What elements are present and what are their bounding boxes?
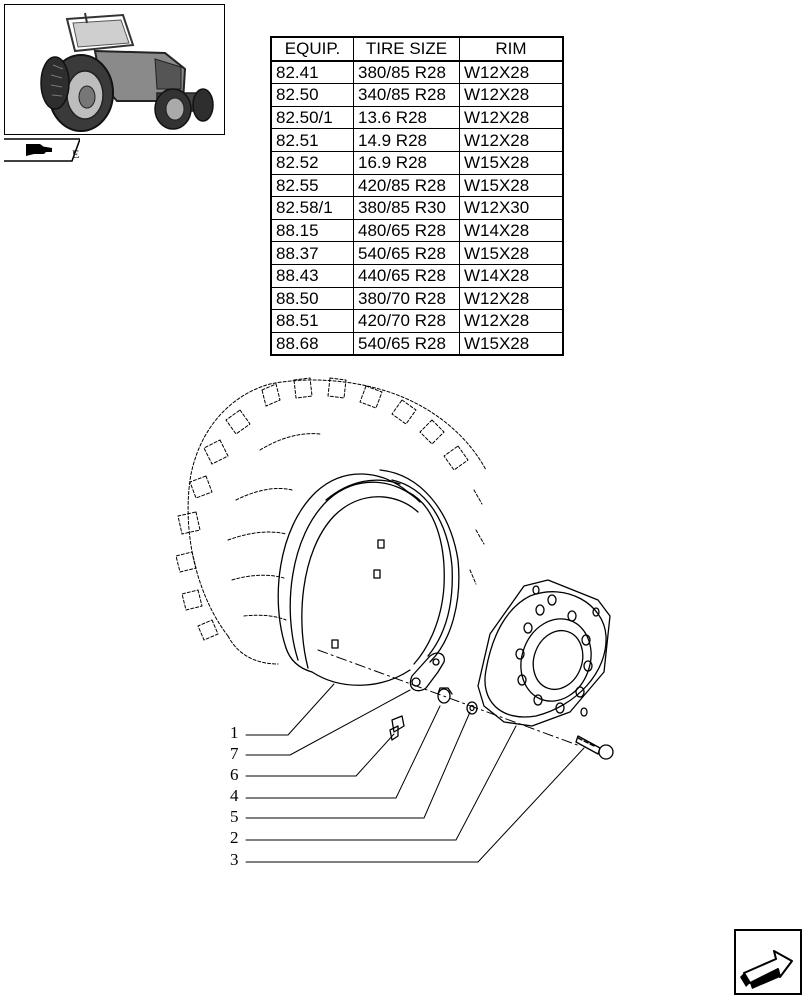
callout-1: 1 (230, 723, 239, 742)
cell-rim: W12X28 (459, 105, 564, 130)
cell-rim: W15X28 (459, 331, 564, 356)
nav-tab[interactable]: E (4, 138, 80, 162)
callout-4: 4 (230, 786, 239, 805)
cell-rim: W15X28 (459, 150, 564, 175)
cell-tire-size: 380/85 R30 (353, 196, 460, 220)
cell-tire-size: 380/70 R28 (353, 286, 460, 311)
cell-rim: W15X28 (459, 173, 564, 198)
callout-5: 5 (230, 807, 239, 826)
column-header-tire-size: TIRE SIZE (353, 36, 460, 62)
rim (277, 469, 460, 686)
clamp-part (409, 652, 445, 692)
cell-rim: W12X28 (459, 83, 564, 107)
cell-rim: W14X28 (459, 263, 564, 288)
wheel-disc (477, 579, 611, 727)
tractor-thumbnail (4, 4, 225, 135)
leader-lines (245, 683, 585, 863)
cell-tire-size: 540/65 R28 (353, 331, 460, 356)
cell-tire-size: 420/85 R28 (353, 173, 460, 198)
pointing-hand-icon (26, 144, 52, 156)
cell-tire-size: 540/65 R28 (353, 241, 460, 265)
cell-equip: 82.51 (270, 128, 354, 152)
cell-tire-size: 380/85 R28 (353, 60, 460, 85)
cell-rim: W12X28 (459, 309, 564, 333)
nav-letter: E (72, 147, 80, 161)
table-header-row: EQUIP. TIRE SIZE RIM (270, 36, 564, 62)
cell-equip: 82.58/1 (270, 196, 354, 220)
tractor-icon (40, 12, 214, 132)
cell-rim: W12X28 (459, 60, 564, 85)
cell-tire-size: 340/85 R28 (353, 83, 460, 107)
cell-equip: 82.52 (270, 150, 354, 175)
next-page-button[interactable] (734, 929, 802, 995)
callout-6: 6 (230, 765, 239, 784)
cell-rim: W12X28 (459, 286, 564, 311)
tire-phantom-outline (175, 377, 487, 665)
callout-2: 2 (230, 828, 239, 847)
cell-tire-size: 13.6 R28 (353, 105, 460, 130)
callout-7: 7 (230, 744, 239, 763)
cell-tire-size: 16.9 R28 (353, 150, 460, 175)
cell-equip: 82.41 (270, 60, 354, 85)
next-page-arrow-icon (740, 950, 793, 989)
callout-3: 3 (230, 850, 239, 869)
nut-part (437, 687, 453, 704)
cell-equip: 88.15 (270, 218, 354, 243)
cell-equip: 88.68 (270, 331, 354, 356)
cell-tire-size: 14.9 R28 (353, 128, 460, 152)
column-header-equip: EQUIP. (270, 36, 354, 62)
cell-equip: 88.43 (270, 263, 354, 288)
bolt-part (575, 735, 614, 760)
cell-tire-size: 420/70 R28 (353, 309, 460, 333)
column-header-rim: RIM (459, 36, 564, 62)
